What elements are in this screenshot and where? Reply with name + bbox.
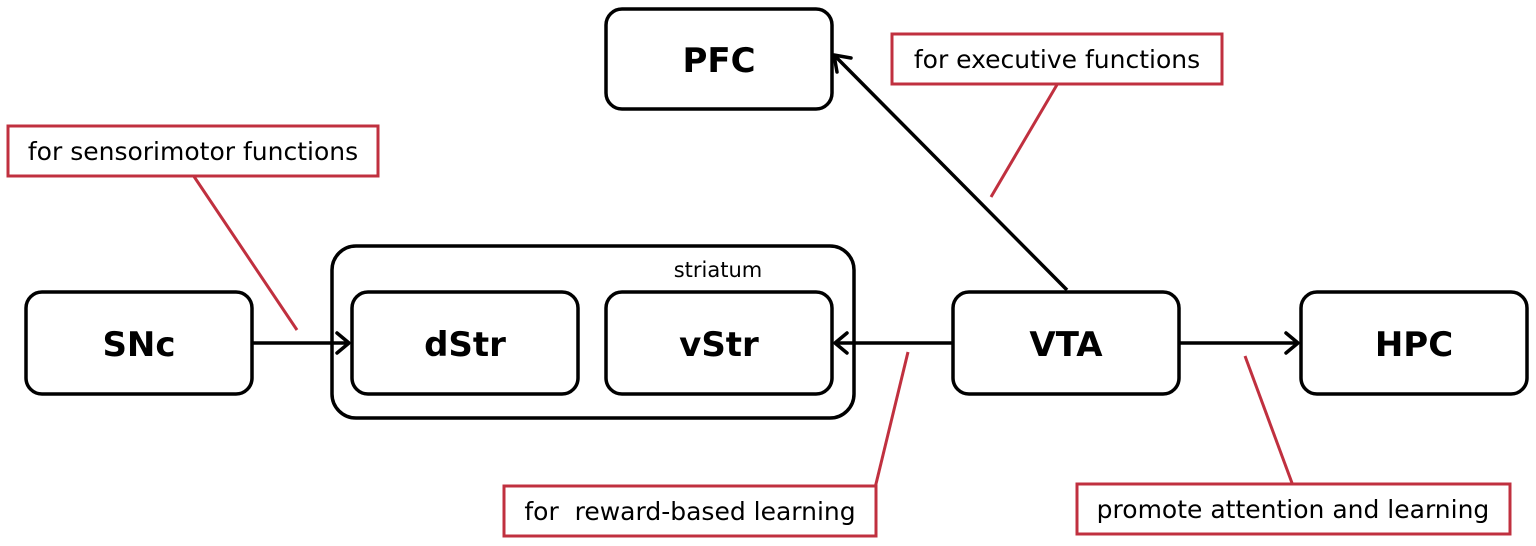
arrowhead-right-icon [335,331,351,355]
annotation-reward-box [502,484,878,538]
node-vstr-label: vStr [679,325,759,365]
node-snc: SNc [24,290,254,396]
annotation-reward-label: for reward-based learning [524,497,855,526]
edge-vta-to-hpc [1179,331,1300,355]
node-pfc-box [604,7,834,111]
leader-attention [1243,355,1294,484]
arrowhead-left-icon [833,331,849,355]
node-hpc-label: HPC [1375,325,1453,365]
striatum-label: striatum [674,258,763,282]
annotation-sensorimotor: for sensorimotor functions [6,124,380,178]
annotation-executive-label: for executive functions [914,45,1200,74]
leader-sensorimotor [191,174,299,331]
node-hpc-box [1299,290,1529,396]
annotation-attention-label: promote attention and learning [1097,495,1490,524]
edge-snc-to-dstr [252,331,351,355]
annotation-reward: for reward-based learning [502,484,878,538]
edge-vta-to-vstr [833,331,953,355]
annotation-sensorimotor-box [6,124,380,178]
node-hpc: HPC [1299,290,1529,396]
arrowhead-diagonal-icon [832,53,853,74]
node-dstr-label: dStr [424,325,506,365]
annotation-sensorimotor-label: for sensorimotor functions [28,137,358,166]
node-pfc-label: PFC [682,41,755,81]
node-dstr-box [350,290,580,396]
leader-executive [989,82,1060,198]
edge-vta-to-pfc-line [834,55,1069,292]
node-dstr: dStr [350,290,580,396]
node-vta: VTA [951,290,1181,396]
node-snc-label: SNc [102,325,175,365]
arrowhead-right-icon [1284,331,1300,355]
node-vstr: vStr [604,290,834,396]
annotation-attention: promote attention and learning [1075,482,1512,536]
annotation-executive: for executive functions [890,32,1224,86]
node-vta-label: VTA [1029,325,1103,365]
leader-reward [873,351,910,489]
edge-vta-to-pfc [832,53,1069,292]
node-vstr-box [604,290,834,396]
node-pfc: PFC [604,7,834,111]
annotation-attention-box [1075,482,1512,536]
annotation-executive-box [890,32,1224,86]
